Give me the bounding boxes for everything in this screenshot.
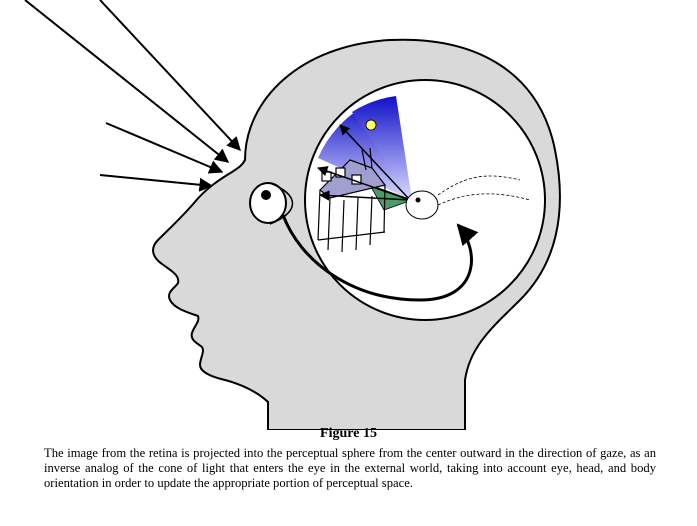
observer-homunculus — [405, 190, 439, 220]
figure-title: Figure 15 — [320, 426, 377, 441]
light-ray — [99, 174, 214, 192]
light-ray — [99, 0, 241, 152]
light-ray — [105, 122, 224, 174]
eye-icon — [249, 182, 294, 225]
landscape-lines — [437, 175, 531, 206]
perceptual-sphere-diagram — [24, 0, 561, 430]
incoming-light-rays — [24, 0, 241, 192]
moon-icon — [365, 119, 377, 131]
retina-projection-arrow — [281, 214, 479, 302]
figure-caption: The image from the retina is projected i… — [44, 446, 656, 490]
projection-rays — [317, 124, 411, 201]
light-ray — [24, 0, 230, 163]
